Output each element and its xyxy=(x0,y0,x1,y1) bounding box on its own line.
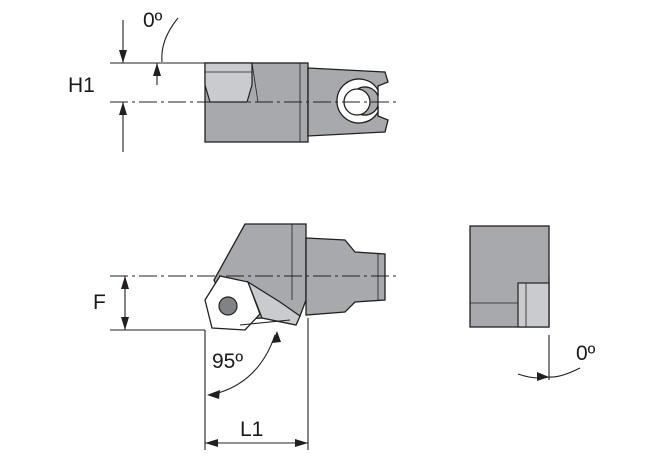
top-view-insert xyxy=(204,62,253,103)
l1-label: L1 xyxy=(240,418,263,441)
angle-side-label: 0º xyxy=(576,342,596,365)
f-label: F xyxy=(93,291,106,314)
side-view xyxy=(469,225,581,381)
angle-95-label: 95º xyxy=(212,350,243,373)
insert-screw xyxy=(218,296,238,316)
h1-label: H1 xyxy=(68,74,95,97)
side-view-insert xyxy=(517,282,550,328)
front-view-shank xyxy=(305,237,386,316)
top-view xyxy=(110,17,400,152)
front-view xyxy=(110,223,400,450)
angle-top-label: 0º xyxy=(143,9,163,32)
